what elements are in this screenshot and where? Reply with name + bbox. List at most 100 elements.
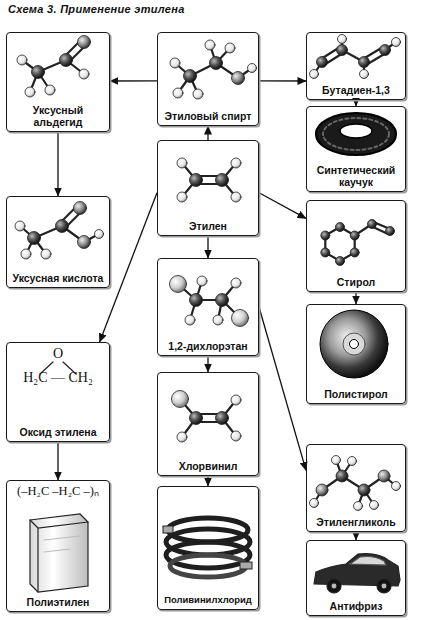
illustration-part <box>74 202 87 215</box>
illustration-part <box>310 499 319 508</box>
illustration-part <box>321 231 330 240</box>
illustration-part <box>216 412 229 425</box>
hose-picture <box>163 518 252 577</box>
illustration-part <box>32 66 45 79</box>
illustration-part <box>172 391 189 408</box>
illustration-part <box>193 89 203 99</box>
illustration-part <box>332 456 341 465</box>
reaction-arrow <box>259 193 306 219</box>
node-label: Бутадиен-1,3 <box>322 84 390 96</box>
illustration-part <box>336 257 345 266</box>
illustration-part <box>190 174 203 187</box>
ethylene-model <box>177 158 241 202</box>
node-label: Синтетический каучук <box>311 164 401 188</box>
illustration-part <box>359 57 370 68</box>
node-label: Антифриз <box>330 600 383 612</box>
product-box: Этилен <box>157 140 259 236</box>
illustration-part <box>15 221 25 231</box>
illustration-part <box>358 484 370 496</box>
acetic-acid-model <box>15 202 104 260</box>
node-label: Хлорвинил <box>179 460 238 472</box>
illustration-part <box>78 236 91 249</box>
styrene-model <box>321 220 395 266</box>
node-label: Полистирол <box>324 388 388 400</box>
illustration-part <box>231 158 241 168</box>
reaction-arrow <box>259 80 306 81</box>
illustration-part <box>392 38 401 47</box>
illustration-part <box>41 249 51 259</box>
illustration-part <box>381 583 387 589</box>
illustration-part <box>205 40 215 50</box>
illustration-part <box>21 249 31 259</box>
illustration-part <box>360 70 369 79</box>
illustration-part <box>232 72 245 85</box>
reaction-arrow <box>259 307 306 470</box>
node-label: Уксусный альдегид <box>11 104 105 128</box>
illustration-part <box>370 501 379 510</box>
node-label: Оксид этилена <box>20 426 97 438</box>
illustration-part <box>323 118 389 150</box>
product-box: Этиловый спирт <box>157 32 259 126</box>
illustration-part <box>350 248 359 257</box>
product-box: Уксусная кислота <box>6 196 110 288</box>
illustration-part <box>327 579 341 593</box>
illustration-part <box>213 315 223 325</box>
illustration-part <box>310 70 319 79</box>
vinyl-chloride-model <box>172 391 242 443</box>
product-box: 1,2-дихлорэтан <box>157 258 259 356</box>
illustration-part <box>163 526 173 533</box>
chemical-formula: (–H₂C –H₂C –)ₙ <box>17 484 99 498</box>
illustration-part <box>325 227 354 261</box>
node-label: Поливинилхлорид <box>164 595 252 606</box>
product-box: Бутадиен-1,3 <box>306 32 406 100</box>
illustration-part <box>197 276 207 286</box>
illustration-part <box>316 113 396 155</box>
node-label: Этиловый спирт <box>165 110 252 122</box>
illustration-part <box>350 340 359 349</box>
node-label: 1,2-дихлорэтан <box>168 340 247 352</box>
illustration-part <box>232 310 249 327</box>
product-box: Этиленгликоль <box>306 444 406 532</box>
ethanol-model <box>170 40 257 99</box>
node-label: Уксусная кислота <box>13 272 104 284</box>
illustration-part <box>331 583 337 589</box>
illustration-part <box>392 482 401 491</box>
chemical-formula: O <box>53 346 63 362</box>
illustration-part <box>184 70 197 83</box>
product-box: Антифриз <box>306 540 406 616</box>
illustration-part <box>231 395 241 405</box>
illustration-part <box>377 579 391 593</box>
disc-picture <box>320 310 388 378</box>
illustration-part <box>170 276 187 293</box>
reaction-arrow <box>207 356 208 372</box>
illustration-part <box>190 294 203 307</box>
illustration-part <box>216 294 229 307</box>
product-box: Полистирол <box>306 304 406 404</box>
reaction-arrow <box>57 442 58 480</box>
product-box: (–H₂C –H₂C –)ₙПолиэтилен <box>6 480 110 612</box>
illustration-part <box>231 431 241 441</box>
illustration-part <box>30 514 88 592</box>
diagram-title: Схема 3. Применение этилена <box>8 3 185 15</box>
reaction-arrow <box>207 476 208 486</box>
product-box: Синтетический каучук <box>306 106 406 192</box>
illustration-part <box>350 231 359 240</box>
tire-picture <box>316 113 396 155</box>
illustration-part <box>368 220 377 229</box>
illustration-part <box>317 57 328 68</box>
illustration-part <box>354 502 363 511</box>
illustration-part <box>79 69 89 79</box>
node-label: Этилен <box>189 220 227 232</box>
illustration-part <box>56 220 69 233</box>
illustration-part <box>248 64 257 73</box>
illustration-part <box>25 87 35 97</box>
illustration-part <box>336 223 345 232</box>
reaction-arrow <box>207 236 208 258</box>
illustration-part <box>321 248 330 257</box>
product-box: Уксусный альдегид <box>6 32 110 132</box>
illustration-part <box>170 58 180 68</box>
polyethylene-bag <box>30 514 88 592</box>
illustration-part <box>320 310 388 378</box>
illustration-part <box>28 232 41 245</box>
product-box: Поливинилхлорид <box>157 486 259 610</box>
